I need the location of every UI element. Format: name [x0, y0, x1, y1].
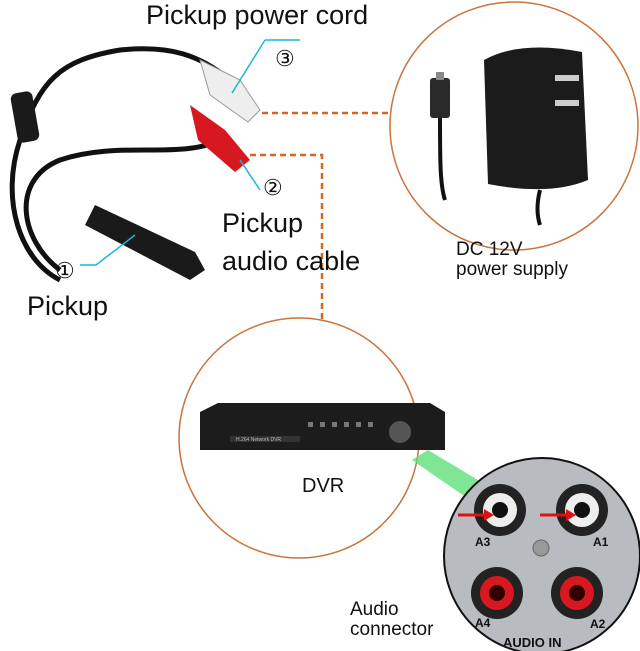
adapter-icon [484, 47, 588, 190]
jack-a4: A4 [471, 567, 523, 630]
pickup-cable [9, 46, 261, 283]
pickup-microphone-icon [85, 205, 205, 280]
dvr-model-text: H.264 Network DVR [236, 437, 281, 443]
number-3-label: ③ [275, 46, 295, 71]
svg-text:A4: A4 [475, 616, 491, 630]
pickup-label: Pickup [27, 291, 108, 321]
svg-text:A2: A2 [590, 617, 606, 631]
jack-a3: A3 [474, 484, 526, 549]
audio-cable-label-line2: audio cable [222, 246, 360, 276]
audio-dashed-line [250, 153, 324, 320]
svg-text:A1: A1 [593, 535, 609, 549]
power-supply-circle [389, 1, 639, 251]
dc-plug-icon [430, 78, 450, 118]
dvr-label: DVR [302, 475, 344, 497]
screw-icon [532, 539, 550, 557]
red-rca-plug-icon [190, 105, 250, 172]
number-2-label: ② [263, 175, 283, 200]
number-1-label: ① [55, 258, 75, 283]
leader-line-1 [80, 234, 136, 266]
psu-label-line1: DC 12V [456, 239, 523, 260]
dvr-circle: H.264 Network DVR [178, 317, 445, 559]
leader-line-3 [231, 39, 266, 94]
psu-label-line2: power supply [456, 259, 568, 280]
green-pointer-arrow [412, 450, 478, 500]
audio-cable-label-line1: Pickup [222, 208, 303, 238]
audio-in-label: AUDIO IN [503, 635, 562, 650]
audio-connector-label-line1: Audio [350, 599, 399, 620]
audio-connector-circle: A3 A1 A4 A2 AUDIO IN [443, 457, 640, 651]
jack-a2: A2 [551, 567, 606, 631]
power-cord-label: Pickup power cord [146, 0, 368, 30]
white-rca-plug-icon [199, 59, 261, 123]
jack-a1: A1 [556, 484, 609, 549]
audio-connector-label-line2: connector [350, 619, 434, 640]
svg-text:A3: A3 [475, 535, 491, 549]
leader-line-2 [239, 159, 261, 191]
